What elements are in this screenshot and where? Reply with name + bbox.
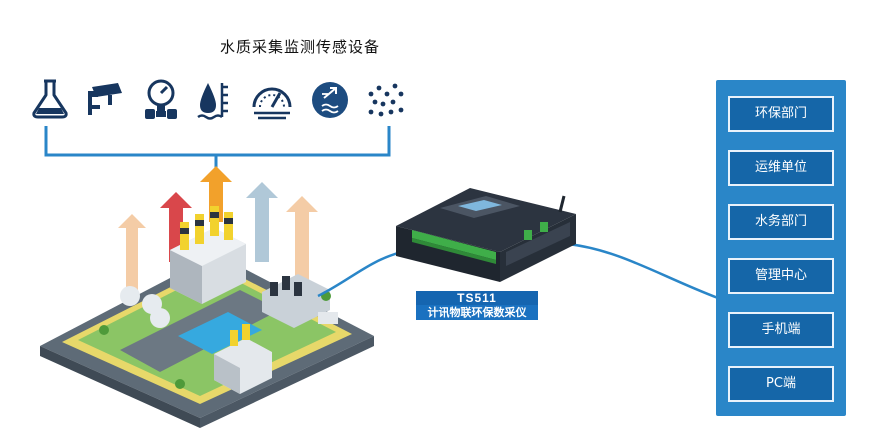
- arrow-gray: [246, 182, 278, 262]
- pressure-gauge-icon: [145, 79, 177, 119]
- device-name: 计讯物联环保数采仪: [416, 305, 538, 320]
- arrow-orange: [200, 166, 232, 222]
- factory-illustration: [40, 206, 374, 428]
- device-to-panel-line: [567, 242, 719, 300]
- sensor-bracket-line: [44, 126, 391, 174]
- device-model: TS511: [416, 291, 538, 305]
- arrow-red: [160, 192, 192, 262]
- arrow-peach-left: [118, 214, 146, 292]
- dest-environmental-department: 环保部门: [728, 96, 834, 132]
- factory-to-device-line: [317, 250, 403, 298]
- water-level-icon: [197, 83, 228, 120]
- device-label: TS511 计讯物联环保数采仪: [416, 291, 538, 320]
- speedometer-icon: [252, 87, 292, 120]
- arrow-peach-right: [286, 196, 318, 282]
- ts511-device-image: [396, 188, 576, 282]
- destination-panel: 环保部门 运维单位 水务部门 管理中心 手机端 PC端: [716, 80, 846, 416]
- diagram-title: 水质采集监测传感设备: [219, 38, 380, 56]
- emission-arrows: [118, 166, 318, 292]
- dest-pc: PC端: [728, 366, 834, 402]
- dest-water-department: 水务部门: [728, 204, 834, 240]
- water-quality-icon: [312, 82, 348, 118]
- flask-icon: [32, 79, 68, 119]
- dest-mobile: 手机端: [728, 312, 834, 348]
- cctv-camera-icon: [88, 83, 122, 115]
- particle-dots-icon: [368, 83, 404, 117]
- dest-management-center: 管理中心: [728, 258, 834, 294]
- dest-operation-unit: 运维单位: [728, 150, 834, 186]
